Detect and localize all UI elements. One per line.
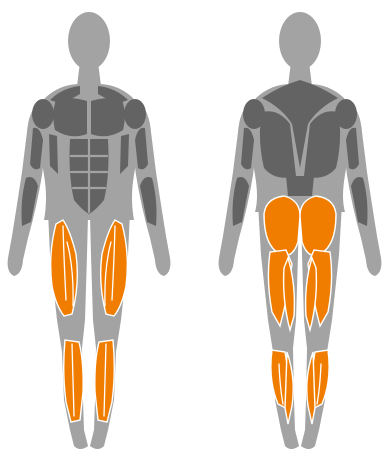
front-silhouette [8, 12, 171, 449]
back-head [279, 12, 321, 70]
back-body-view [219, 12, 382, 449]
front-pectoral-right [91, 98, 125, 136]
front-neck [77, 62, 101, 86]
front-deltoid-right [124, 99, 146, 129]
front-deltoid-left [32, 99, 54, 129]
front-pectoral-left [53, 98, 87, 136]
front-body-view [8, 12, 171, 449]
back-silhouette [219, 12, 382, 449]
back-lower-back [286, 176, 314, 196]
front-head [68, 12, 110, 70]
